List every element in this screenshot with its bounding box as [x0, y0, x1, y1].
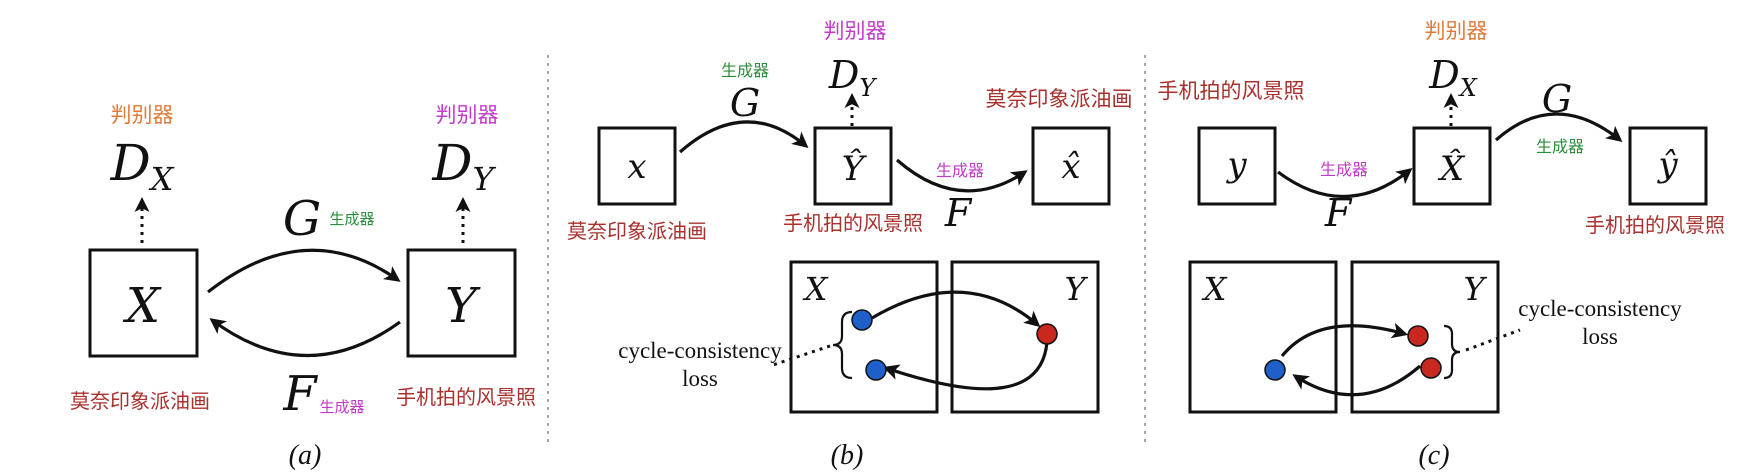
x-domain-label: 莫奈印象派油画: [70, 389, 210, 413]
domain-square-y-label: Y: [1064, 270, 1088, 308]
forward-cycle-arrow: [871, 290, 1041, 328]
red-dot-reconstructed: [1420, 357, 1442, 379]
box-y-label: Y: [445, 278, 481, 334]
panel-b: 生成器 G 判别器 DY x Ŷ x̂ 生成器 F 莫奈印象派油画 手机拍的风景…: [567, 19, 1133, 471]
box-x-label: X: [122, 278, 162, 334]
loss-dotted-line: [769, 344, 831, 368]
caption-b: (b): [831, 440, 864, 471]
cycle-brace: [1443, 324, 1461, 380]
domain-square-x-label: X: [802, 270, 829, 308]
x-domain-label: 莫奈印象派油画: [567, 219, 707, 243]
f-generator-label: 生成器: [319, 398, 364, 416]
caption-a: (a): [289, 440, 322, 471]
box-x-sample: [597, 126, 677, 206]
g-symbol: G: [1542, 77, 1572, 121]
g-generator-label: 生成器: [1536, 137, 1584, 156]
g-arrow: [678, 120, 809, 154]
g-generator-label: 生成器: [721, 61, 769, 80]
yhat-domain-label: 手机拍的风景照: [783, 211, 923, 235]
g-arrow: [1494, 112, 1623, 142]
cycle-loss-line1: cycle-consistency: [1518, 296, 1682, 321]
backward-cycle-arrow: [1292, 364, 1422, 397]
red-dot-translated: [1036, 323, 1058, 345]
cycle-loss-line1: cycle-consistency: [618, 338, 782, 363]
box-x-sample-label: x: [627, 147, 646, 187]
dy-discriminator-label: 判别器: [824, 19, 887, 43]
domain-square-x: [1188, 260, 1338, 414]
xhat-domain-label: 莫奈印象派油画: [986, 87, 1133, 111]
box-yhat-label: ŷ: [1656, 145, 1678, 185]
dy-symbol: DY: [828, 53, 877, 102]
red-dot-original: [1407, 325, 1429, 347]
f-arrow: [209, 318, 401, 358]
loss-dotted-line: [1465, 328, 1521, 352]
g-symbol: G: [283, 191, 321, 247]
box-x: [88, 248, 199, 358]
f-symbol: F: [282, 366, 318, 422]
f-generator-label: 生成器: [936, 161, 984, 180]
box-xhat-label: X̂: [1437, 148, 1466, 189]
blue-dot-reconstructed: [865, 359, 887, 381]
box-xhat: [1412, 126, 1492, 206]
g-generator-label: 生成器: [329, 210, 374, 228]
dx-discriminator-label: 判别器: [111, 103, 174, 127]
box-y: [406, 248, 517, 358]
cycle-loss-line2: loss: [682, 366, 718, 391]
g-arrow: [207, 248, 401, 294]
panel-c: 手机拍的风景照 y 生成器 F 判别器 DX X̂ G 生成器 ŷ 手机拍的风景…: [1158, 19, 1726, 471]
f-arrow: [1277, 168, 1413, 199]
y-domain-label: 手机拍的风景照: [396, 385, 536, 409]
domain-square-x-label: X: [1201, 270, 1228, 308]
box-yhat: [1628, 126, 1708, 206]
yhat-domain-label: 手机拍的风景照: [1585, 213, 1725, 237]
f-generator-label: 生成器: [1320, 160, 1368, 179]
box-y-sample-label: y: [1225, 145, 1247, 185]
dy-discriminator-label: 判别器: [436, 103, 499, 127]
f-symbol: F: [944, 191, 973, 235]
dx-symbol: DX: [1428, 53, 1477, 102]
domain-square-y-label: Y: [1463, 270, 1487, 308]
cycle-brace: [832, 310, 853, 380]
dx-symbol: DX: [110, 134, 175, 198]
box-xhat: [1031, 126, 1111, 206]
blue-dot-original: [851, 309, 873, 331]
domain-square-y: [950, 260, 1100, 414]
dy-symbol: DY: [431, 134, 496, 198]
backward-cycle-arrow: [882, 341, 1049, 391]
forward-cycle-arrow: [1280, 322, 1409, 358]
cycle-loss-line2: loss: [1582, 324, 1618, 349]
box-yhat-label: Ŷ: [842, 148, 868, 189]
blue-dot-translated: [1264, 359, 1286, 381]
f-arrow: [895, 158, 1028, 193]
panel-a: 判别器 DX 判别器 DY X Y G 生成器 F 生成器 莫奈印象派油画 手机…: [70, 103, 536, 471]
g-symbol: G: [730, 81, 760, 125]
f-symbol: F: [1324, 191, 1353, 235]
y-domain-label: 手机拍的风景照: [1158, 79, 1305, 103]
caption-c: (c): [1418, 440, 1449, 471]
box-y-sample: [1197, 126, 1277, 206]
dx-discriminator-label: 判别器: [1425, 19, 1488, 43]
box-xhat-label: x̂: [1061, 147, 1080, 187]
domain-square-x: [789, 260, 939, 414]
box-yhat: [813, 126, 893, 206]
